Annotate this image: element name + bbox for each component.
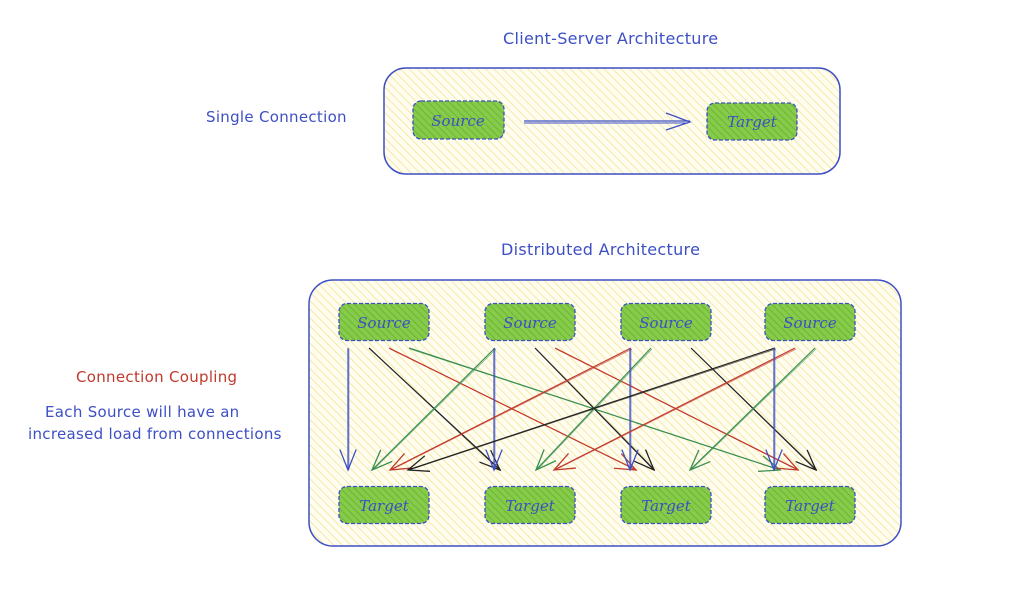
target-node[interactable]: Target	[338, 485, 430, 525]
client-server-target-label: Target	[727, 113, 777, 131]
distributed-targets: Target Target Target Target	[338, 485, 856, 525]
connection-arrow	[370, 347, 497, 472]
distributed-title: Distributed Architecture	[501, 240, 701, 259]
target-node[interactable]: Target	[484, 485, 576, 525]
client-server-source-label: Source	[431, 112, 485, 130]
client-server-title: Client-Server Architecture	[503, 29, 719, 48]
connection-arrow	[552, 347, 797, 471]
connection-arrow	[388, 347, 633, 471]
connection-arrow	[406, 347, 777, 472]
connection-arrow	[485, 348, 503, 472]
source-node[interactable]: Source	[484, 302, 576, 342]
target-label: Target	[641, 497, 691, 515]
coupling-description-line2: increased load from connections	[28, 425, 282, 443]
client-server-source-node[interactable]: Source	[412, 100, 505, 140]
source-node[interactable]: Source	[620, 302, 712, 342]
single-connection-arrow	[524, 112, 692, 131]
target-node[interactable]: Target	[620, 485, 712, 525]
target-node[interactable]: Target	[764, 485, 856, 525]
connection-arrow	[339, 348, 357, 472]
distributed-sources: Source Source Source Source	[338, 302, 856, 342]
source-label: Source	[503, 314, 557, 332]
connection-coupling-title: Connection Coupling	[76, 368, 238, 386]
client-server-target-node[interactable]: Target	[706, 102, 798, 141]
coupling-description-line1: Each Source will have an	[45, 403, 240, 421]
single-connection-label: Single Connection	[206, 108, 347, 126]
connection-arrows	[339, 347, 818, 473]
target-label: Target	[505, 497, 555, 515]
connection-arrow	[621, 348, 639, 472]
source-label: Source	[357, 314, 411, 332]
source-node[interactable]: Source	[764, 302, 856, 342]
target-label: Target	[785, 497, 835, 515]
source-label: Source	[783, 314, 837, 332]
target-label: Target	[359, 497, 409, 515]
connection-arrow	[765, 348, 783, 472]
source-label: Source	[639, 314, 693, 332]
source-node[interactable]: Source	[338, 302, 430, 342]
connection-arrow	[688, 347, 817, 472]
